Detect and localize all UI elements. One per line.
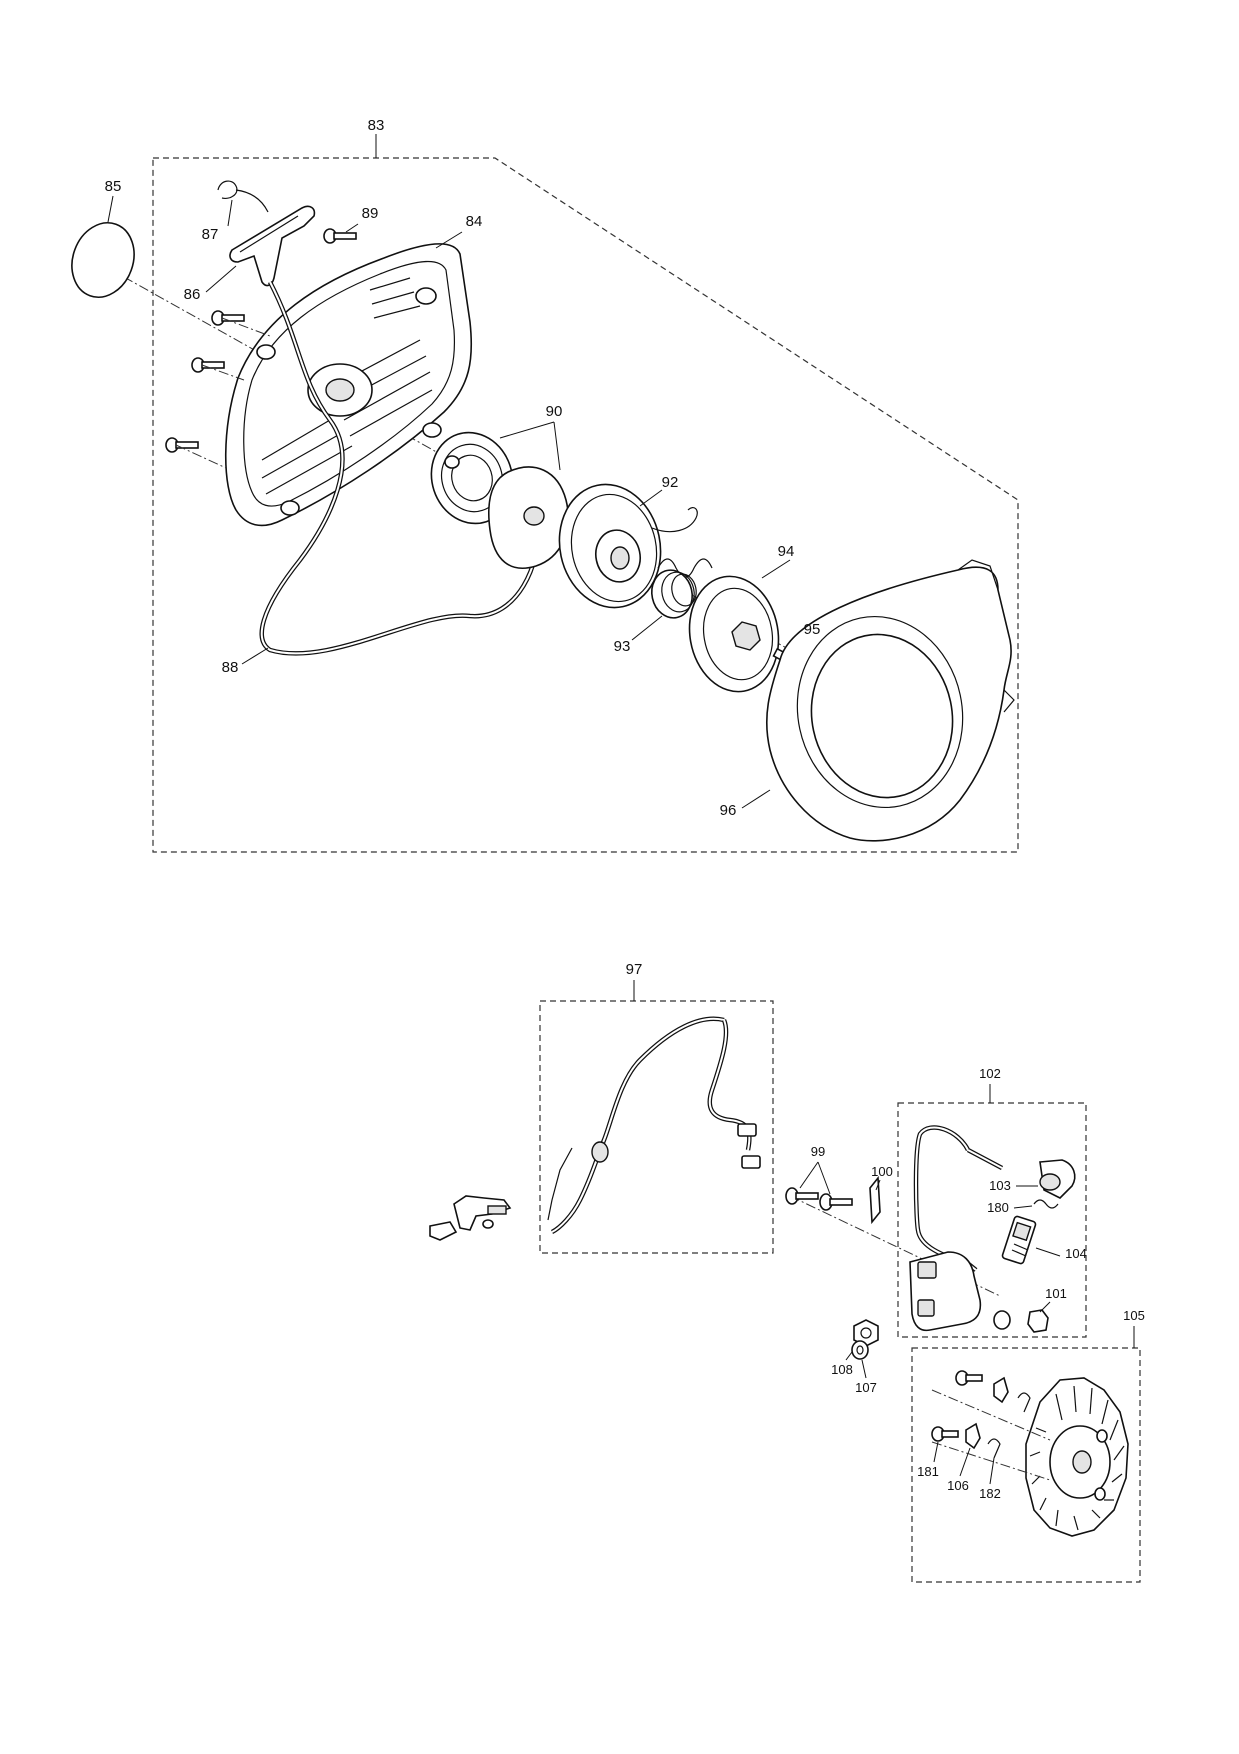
flywheel — [1025, 1377, 1129, 1537]
label-95: 95 — [804, 621, 821, 638]
label-106: 106 — [947, 1478, 969, 1493]
label-84: 84 — [466, 213, 483, 230]
pawls-106 — [959, 1376, 1009, 1477]
washer-nut-101 — [993, 1301, 1051, 1333]
spring-180 — [1013, 1199, 1059, 1209]
flywheel-group: 105 181 106 182 — [911, 1308, 1145, 1583]
label-94: 94 — [778, 543, 795, 560]
fan-cover-96 — [741, 559, 1015, 842]
ground-spring-100 — [869, 1175, 881, 1225]
starter-housing-84 — [224, 231, 473, 527]
label-104: 104 — [1065, 1246, 1087, 1261]
label-96: 96 — [720, 802, 737, 819]
label-101: 101 — [1045, 1286, 1067, 1301]
cord-clip-87 — [217, 180, 269, 227]
label-100: 100 — [871, 1164, 893, 1179]
label-108: 108 — [831, 1362, 853, 1377]
stop-switch-lever — [429, 1195, 512, 1241]
label-182: 182 — [979, 1486, 1001, 1501]
pawl-springs-182 — [987, 1392, 1031, 1485]
screws-99 — [785, 1161, 853, 1211]
label-97: 97 — [626, 961, 643, 978]
label-181: 181 — [917, 1464, 939, 1479]
starter-rope-88 — [241, 280, 541, 665]
starter-assembly-group: 83 84 85 86 87 88 89 90 92 93 94 95 96 — [71, 117, 1019, 853]
stop-switch-box — [539, 1000, 774, 1254]
rope-pulley-92 — [558, 483, 698, 609]
label-92: 92 — [662, 474, 679, 491]
spark-plug-cap-103 — [1016, 1159, 1076, 1199]
label-88: 88 — [222, 659, 239, 676]
label-83: 83 — [368, 117, 385, 134]
label-90: 90 — [546, 403, 563, 420]
label-93: 93 — [614, 638, 631, 655]
label-86: 86 — [184, 286, 201, 303]
label-102: 102 — [979, 1066, 1001, 1081]
ignition-module-box — [897, 1102, 1087, 1338]
starter-handle-86 — [205, 205, 316, 293]
spark-plug-104 — [1001, 1215, 1061, 1265]
sticker-85 — [71, 195, 135, 298]
housing-screws-89 — [165, 223, 359, 469]
stop-switch-group: 97 — [429, 961, 774, 1254]
ignition-hardware: 99 100 101 108 107 — [785, 1144, 1067, 1395]
label-105: 105 — [1123, 1308, 1145, 1323]
washer-107 — [851, 1340, 869, 1379]
label-85: 85 — [105, 178, 122, 195]
label-180: 180 — [987, 1200, 1009, 1215]
drive-plate-94 — [688, 559, 791, 693]
label-89: 89 — [362, 205, 379, 222]
ignition-coil — [909, 1125, 1004, 1332]
pawl-spring-93 — [631, 558, 713, 641]
flywheel-box — [911, 1347, 1141, 1583]
label-107: 107 — [855, 1380, 877, 1395]
label-87: 87 — [202, 226, 219, 243]
label-99: 99 — [811, 1144, 825, 1159]
stop-switch-wire-97 — [547, 1016, 761, 1235]
bolts-181 — [931, 1370, 983, 1463]
starter-assembly-box — [152, 157, 1019, 853]
ignition-module-group: 102 103 180 104 — [897, 1066, 1087, 1338]
label-103: 103 — [989, 1178, 1011, 1193]
spring-cassette-90 — [430, 421, 570, 569]
